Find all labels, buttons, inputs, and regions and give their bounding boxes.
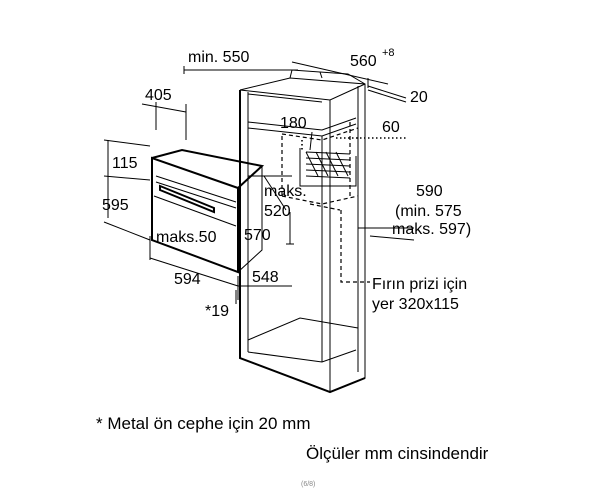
hidden-lines (281, 122, 370, 283)
socket-note-line1: Fırın prizi için (372, 276, 467, 293)
dim-405: 405 (145, 87, 172, 104)
dimension-lines (103, 61, 415, 304)
dim-180: 180 (280, 115, 307, 132)
dim-min-575: (min. 575 (395, 203, 462, 220)
footnote-metal-front: * Metal ön cephe için 20 mm (96, 414, 311, 433)
socket-note: Fırın prizi için yer 320x115 (372, 276, 467, 313)
units-note: Ölçüler mm cinsindendir (306, 444, 489, 463)
dim-20: 20 (410, 89, 428, 106)
dim-520: 520 (264, 203, 291, 220)
page-marker: (6/8) (301, 481, 315, 488)
dim-115: 115 (112, 155, 138, 172)
cabinet (239, 69, 366, 394)
dim-60: 60 (382, 119, 400, 136)
dim-560-tolerance: +8 (382, 47, 395, 59)
dim-548: 548 (252, 269, 279, 286)
dim-maks-597: maks. 597) (392, 221, 471, 238)
dim-570: 570 (244, 227, 271, 244)
dim-590: 590 (416, 183, 443, 200)
dimension-labels: min. 550 560 +8 20 405 180 60 115 595 ma… (102, 47, 471, 320)
dim-594: 594 (174, 271, 201, 288)
dim-560: 560 (350, 53, 377, 70)
dim-star-19: *19 (205, 303, 229, 320)
socket-note-line2: yer 320x115 (372, 296, 459, 313)
dim-595: 595 (102, 197, 129, 214)
oven (151, 148, 265, 274)
dim-maks-50: maks.50 (156, 229, 217, 246)
dim-maks-label: maks. (264, 183, 307, 200)
dim-min-550: min. 550 (188, 49, 249, 66)
vent-block (299, 148, 357, 187)
